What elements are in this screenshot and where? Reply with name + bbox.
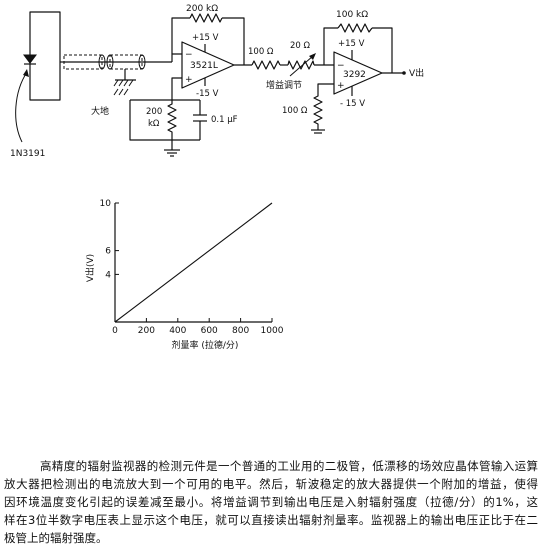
x-tick-label: 200 — [138, 326, 155, 336]
x-tick-label: 800 — [232, 326, 249, 336]
photodiode-icon — [23, 54, 37, 65]
output-label: V出 — [409, 67, 424, 79]
series-resistor — [251, 60, 281, 70]
opamp1-triangle — [181, 41, 235, 89]
diode-label: 1N3191 — [10, 149, 45, 159]
y-axis-label: V出(V) — [84, 254, 96, 282]
opamp2-vneg-label: - 15 V — [340, 99, 365, 109]
opamp1-plus-sign: + — [185, 75, 193, 85]
opamp2-vpos-label: +15 V — [338, 39, 365, 49]
gain-potentiometer — [287, 60, 315, 70]
gain-adjust-label: 增益调节 — [266, 79, 302, 91]
y-tick-label: 10 — [100, 199, 112, 209]
shield-ground-icon — [113, 69, 136, 96]
x-axis-label: 剂量率 (拉德/分) — [172, 339, 239, 351]
opamp1-feedback-resistor — [189, 13, 223, 23]
ground-label: 大地 — [91, 105, 109, 117]
figure: 1N3191 大地 200 kΩ 3 — [10, 4, 424, 351]
rc-resistor — [167, 100, 177, 140]
potentiometer-label: 20 Ω — [290, 41, 311, 51]
opamp1-vneg-label: -15 V — [196, 89, 219, 99]
opamp2-ground-icon — [311, 129, 325, 134]
capacitor-label: 0.1 μF — [211, 115, 238, 125]
rc-resistor-value: 200 — [146, 107, 162, 117]
description-paragraph: 高精度的辐射监视器的检测元件是一个普通的工业用的二极管，低漂移的场效应晶体管输入… — [4, 457, 538, 547]
diode-pointer-arrow-icon — [15, 69, 29, 143]
opamp2-plus-sign: + — [337, 81, 345, 91]
opamp1-vpos-label: +15 V — [192, 33, 219, 43]
opamp2-feedback-resistor — [337, 23, 373, 33]
rc-ground-icon — [164, 140, 180, 157]
ground-resistor-label: 100 Ω — [282, 106, 308, 116]
chart-plot-area: 0 200 400 600 800 1000 4 6 10 — [100, 199, 284, 336]
opamp2-feedback-wire — [323, 27, 393, 73]
description-line: 极管上的辐射强度。 — [4, 531, 108, 545]
rc-resistor-unit: kΩ — [148, 119, 160, 129]
description-line: 样在3位半数字电压表上显示这个电压，就可以直接读出辐射剂量率。监视器上的输出电压… — [4, 513, 538, 527]
chart: 0 200 400 600 800 1000 4 6 10 V出(V) 剂量率 (拉德/分) — [84, 199, 284, 351]
opamp1-feedback-label: 200 kΩ — [186, 4, 218, 14]
description-line: 高精度的辐射监视器的检测元件是一个普通的工业用的二极管，低漂移的场效应晶体管输入… — [40, 459, 538, 473]
x-tick-label: 400 — [169, 326, 186, 336]
circuit-schematic: 1N3191 大地 200 kΩ 3 — [10, 4, 424, 159]
opamp1-feedback-wire — [171, 17, 245, 65]
x-tick-label: 1000 — [261, 326, 284, 336]
series-resistor-label: 100 Ω — [248, 47, 274, 57]
potentiometer-arrow-icon — [289, 53, 316, 77]
description-line: 放大器把检测出的电流放大到一个可用的电平。然后，斩波稳定的放大器提供一个附加的增… — [4, 477, 538, 491]
opamp2-label: 3292 — [343, 70, 366, 80]
opamp2-feedback-label: 100 kΩ — [336, 10, 368, 20]
opamp1-minus-sign: − — [185, 50, 193, 60]
output-terminal-icon — [402, 71, 406, 75]
description-line: 因环境温度变化引起的误差减至最小。将增益调节到输出电压是入射辐射强度（拉德/分）… — [4, 495, 538, 509]
y-tick-label: 6 — [105, 247, 111, 257]
opamp1-label: 3521L — [190, 61, 218, 71]
opamp2-triangle — [333, 51, 383, 95]
rc-network-wire — [129, 77, 201, 141]
ground-resistor — [313, 83, 334, 130]
y-tick-label: 4 — [105, 270, 111, 280]
capacitor-icon — [193, 114, 207, 122]
x-tick-label: 600 — [201, 326, 218, 336]
coax-cable — [60, 54, 172, 70]
x-tick-label: 0 — [112, 326, 118, 336]
opamp2-minus-sign: − — [337, 61, 345, 71]
opamp1-input-wire — [171, 53, 182, 62]
series-line — [114, 202, 273, 323]
